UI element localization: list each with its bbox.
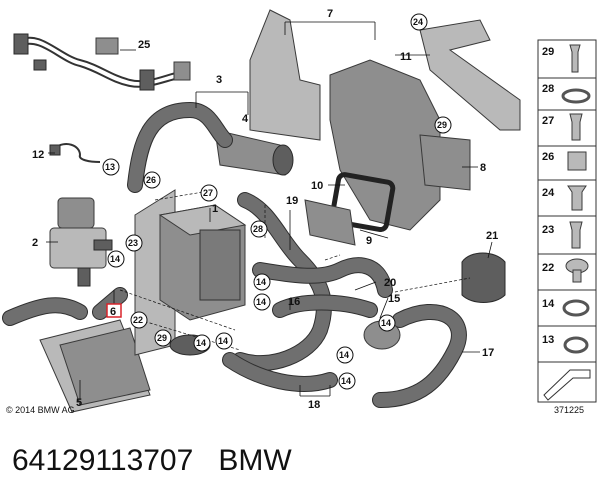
callout-4: 4 — [242, 113, 249, 125]
circled-14-a: 14 — [110, 254, 120, 264]
circled-callouts: 24 29 27 26 28 13 23 14 14 14 14 14 14 1… — [102, 13, 452, 390]
hose-clip-icon — [562, 299, 590, 317]
callout-5: 5 — [76, 397, 82, 409]
callout-17: 17 — [482, 347, 494, 359]
callout-2: 2 — [32, 237, 38, 249]
circled-23: 23 — [128, 238, 138, 248]
circled-29-b: 29 — [157, 333, 167, 343]
circled-28: 28 — [253, 224, 263, 234]
legend-22: 22 — [542, 262, 554, 274]
frame-bracket — [419, 19, 521, 131]
hose-clamp-large — [461, 252, 506, 303]
circled-27: 27 — [203, 188, 213, 198]
hex-bolt-icon — [569, 221, 583, 249]
copyright-notice: © 2014 BMW AG — [6, 405, 75, 415]
legend-24: 24 — [542, 187, 555, 199]
exhaust-muffler — [2, 287, 151, 413]
circled-14-g: 14 — [341, 376, 351, 386]
legend-14: 14 — [542, 298, 555, 310]
legend-13: 13 — [542, 334, 554, 346]
callout-20: 20 — [384, 277, 396, 289]
wiring-harness — [13, 33, 191, 91]
callout-9: 9 — [366, 235, 372, 247]
legend-27: 27 — [542, 115, 554, 127]
screw-icon — [569, 113, 583, 141]
callout-18: 18 — [308, 399, 320, 411]
callout-12: 12 — [32, 149, 44, 161]
legend-26: 26 — [542, 151, 554, 163]
circled-13: 13 — [105, 162, 115, 172]
circled-14-c: 14 — [256, 297, 266, 307]
rivet-nut-icon — [567, 185, 587, 211]
legend-28: 28 — [542, 83, 554, 95]
callout-6-highlight — [106, 303, 122, 318]
arrow-icon — [543, 369, 591, 401]
callout-21: 21 — [486, 230, 498, 242]
callout-1: 1 — [212, 203, 218, 215]
part-number: 64129113707 — [12, 444, 194, 477]
circled-14-h: 14 — [381, 318, 391, 328]
leader-lines — [46, 21, 493, 400]
coolant-hoses — [222, 192, 467, 408]
circled-26: 26 — [146, 175, 156, 185]
bolt-icon — [569, 44, 581, 73]
circled-14-d: 14 — [196, 338, 206, 348]
flange-plate — [304, 199, 356, 246]
callout-10: 10 — [311, 180, 323, 192]
circled-14-b: 14 — [256, 277, 266, 287]
gasket — [329, 172, 396, 233]
spring-clamp-icon — [563, 336, 589, 354]
legend-23: 23 — [542, 224, 554, 236]
callout-15: 15 — [388, 293, 400, 305]
callout-3: 3 — [216, 74, 222, 86]
callout-labels: 3 4 7 11 8 10 9 1 19 2 12 25 21 20 15 16… — [32, 8, 498, 411]
callout-11: 11 — [400, 51, 412, 63]
clip-nut-icon — [567, 151, 587, 171]
callout-6: 6 — [110, 306, 116, 318]
fastener-legend: 29 28 27 26 24 23 22 14 13 371225 — [537, 39, 597, 415]
circled-14-e: 14 — [218, 336, 228, 346]
callout-16: 16 — [288, 296, 300, 308]
part-caption: 64129113707 BMW — [12, 444, 292, 478]
callout-25: 25 — [138, 39, 150, 51]
circled-14-f: 14 — [339, 350, 349, 360]
circled-24: 24 — [413, 17, 423, 27]
circled-22: 22 — [133, 315, 143, 325]
callout-19: 19 — [286, 195, 298, 207]
cover-plate — [419, 134, 471, 191]
callout-7: 7 — [327, 8, 333, 20]
callout-8: 8 — [480, 162, 486, 174]
support-bracket — [249, 9, 441, 231]
brand-name: BMW — [218, 444, 292, 477]
clamp-icon — [561, 88, 591, 104]
heater-valve — [49, 197, 113, 287]
intake-hose — [127, 102, 233, 193]
circled-29: 29 — [437, 120, 447, 130]
temperature-sensor — [49, 143, 101, 163]
diagram-id: 371225 — [554, 405, 584, 415]
legend-29: 29 — [542, 46, 554, 58]
